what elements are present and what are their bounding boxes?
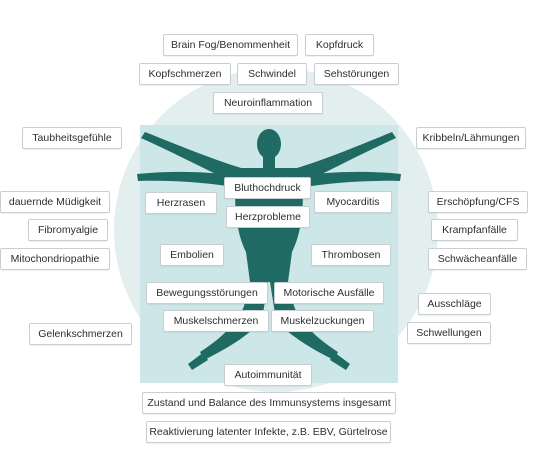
label-krampfanfaelle: Krampfanfälle — [431, 219, 518, 241]
label-motorische-ausfaelle: Motorische Ausfälle — [274, 282, 384, 304]
label-immunsystem: Zustand und Balance des Immunsystems ins… — [142, 392, 396, 414]
label-muskelschmerzen: Muskelschmerzen — [163, 310, 269, 332]
label-gelenkschmerzen: Gelenkschmerzen — [29, 323, 132, 345]
label-schwindel: Schwindel — [237, 63, 307, 85]
label-kopfschmerzen: Kopfschmerzen — [139, 63, 231, 85]
figure-upper-arms — [141, 132, 396, 186]
label-muedigkeit: dauernde Müdigkeit — [0, 191, 110, 213]
label-taubheitsgefuehle: Taubheitsgefühle — [22, 127, 122, 149]
label-bluthochdruck: Bluthochdruck — [224, 177, 311, 199]
figure-feet — [188, 352, 350, 370]
figure-lower-arms — [137, 171, 401, 188]
label-muskelzuckungen: Muskelzuckungen — [271, 310, 374, 332]
label-schwaecheanfaelle: Schwächeanfälle — [428, 248, 527, 270]
label-brain-fog: Brain Fog/Benommenheit — [163, 34, 298, 56]
label-erschoepfung: Erschöpfung/CFS — [428, 191, 528, 213]
label-herzrasen: Herzrasen — [145, 192, 217, 214]
label-fibromyalgie: Fibromyalgie — [28, 219, 108, 241]
figure-legs — [200, 282, 338, 360]
label-kopfdruck: Kopfdruck — [305, 34, 374, 56]
label-embolien: Embolien — [160, 244, 224, 266]
label-neuroinflammation: Neuroinflammation — [213, 92, 323, 114]
label-ausschlaege: Ausschläge — [418, 293, 491, 315]
figure-neck — [263, 155, 275, 169]
label-bewegungsstoerungen: Bewegungsstörungen — [146, 282, 268, 304]
label-herzprobleme: Herzprobleme — [226, 206, 310, 228]
label-reaktivierung: Reaktivierung latenter Infekte, z.B. EBV… — [146, 421, 391, 443]
label-sehstoerungen: Sehstörungen — [314, 63, 399, 85]
figure-head — [257, 129, 281, 159]
label-autoimmunitaet: Autoimmunität — [224, 364, 312, 386]
label-kribbeln: Kribbeln/Lähmungen — [416, 127, 526, 149]
label-myocarditis: Myocarditis — [314, 191, 392, 213]
label-schwellungen: Schwellungen — [407, 322, 491, 344]
label-thrombosen: Thrombosen — [311, 244, 391, 266]
label-mitochondriopathie: Mitochondriopathie — [0, 248, 110, 270]
